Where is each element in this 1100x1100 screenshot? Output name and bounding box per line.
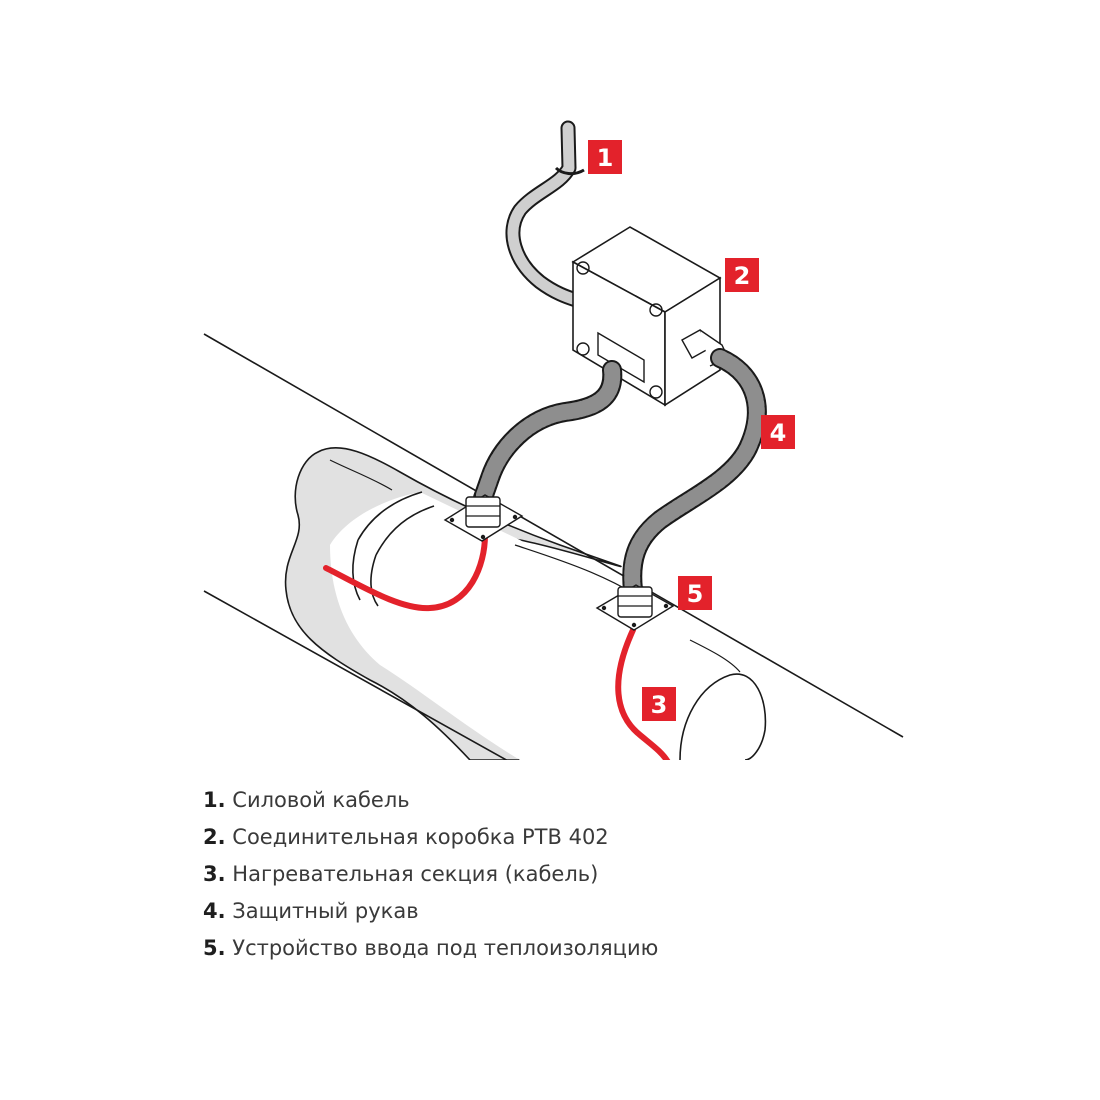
callout-5-number: 5: [687, 580, 704, 608]
legend-item: 3. Нагревательная секция (кабель): [203, 856, 658, 893]
heating-cable-lower: [615, 627, 671, 760]
entry-device-left: [443, 494, 524, 542]
legend-item-number: 2.: [203, 825, 226, 849]
legend-item-text: Нагревательная секция (кабель): [232, 862, 599, 886]
callout-1-number: 1: [597, 144, 614, 172]
junction-box: [571, 226, 729, 407]
callout-3-number: 3: [651, 691, 668, 719]
legend-item: 1. Силовой кабель: [203, 782, 658, 819]
legend-item: 5. Устройство ввода под теплоизоляцию: [203, 930, 658, 967]
installation-diagram: 1 2 3 4 5: [203, 120, 904, 760]
insulation-outline-top: [203, 333, 904, 738]
legend-item: 2. Соединительная коробка PTB 402: [203, 819, 658, 856]
entry-device-right: [595, 584, 675, 631]
insulation-outline-bottom: [203, 590, 509, 760]
callout-2: 2: [725, 258, 759, 292]
legend-item-text: Защитный рукав: [232, 899, 419, 923]
callout-2-number: 2: [734, 262, 751, 290]
legend-item-number: 3.: [203, 862, 226, 886]
callout-1: 1: [588, 140, 622, 174]
legend-item-text: Силовой кабель: [232, 788, 410, 812]
callout-3: 3: [642, 687, 676, 721]
legend-item-number: 1.: [203, 788, 226, 812]
callout-5: 5: [678, 576, 712, 610]
callout-4: 4: [761, 415, 795, 449]
heating-cable: [323, 532, 488, 612]
cable-tie: [554, 166, 585, 176]
legend: 1. Силовой кабель 2. Соединительная коро…: [203, 782, 658, 967]
legend-item-text: Устройство ввода под теплоизоляцию: [232, 936, 659, 960]
pipe-end: [679, 673, 767, 760]
legend-item: 4. Защитный рукав: [203, 893, 658, 930]
protective-sleeve-left: [473, 360, 623, 508]
callout-4-number: 4: [770, 419, 787, 447]
legend-item-number: 4.: [203, 899, 226, 923]
pipe-clamp: [357, 491, 435, 556]
legend-item-text: Соединительная коробка PTB 402: [232, 825, 609, 849]
legend-item-number: 5.: [203, 936, 226, 960]
